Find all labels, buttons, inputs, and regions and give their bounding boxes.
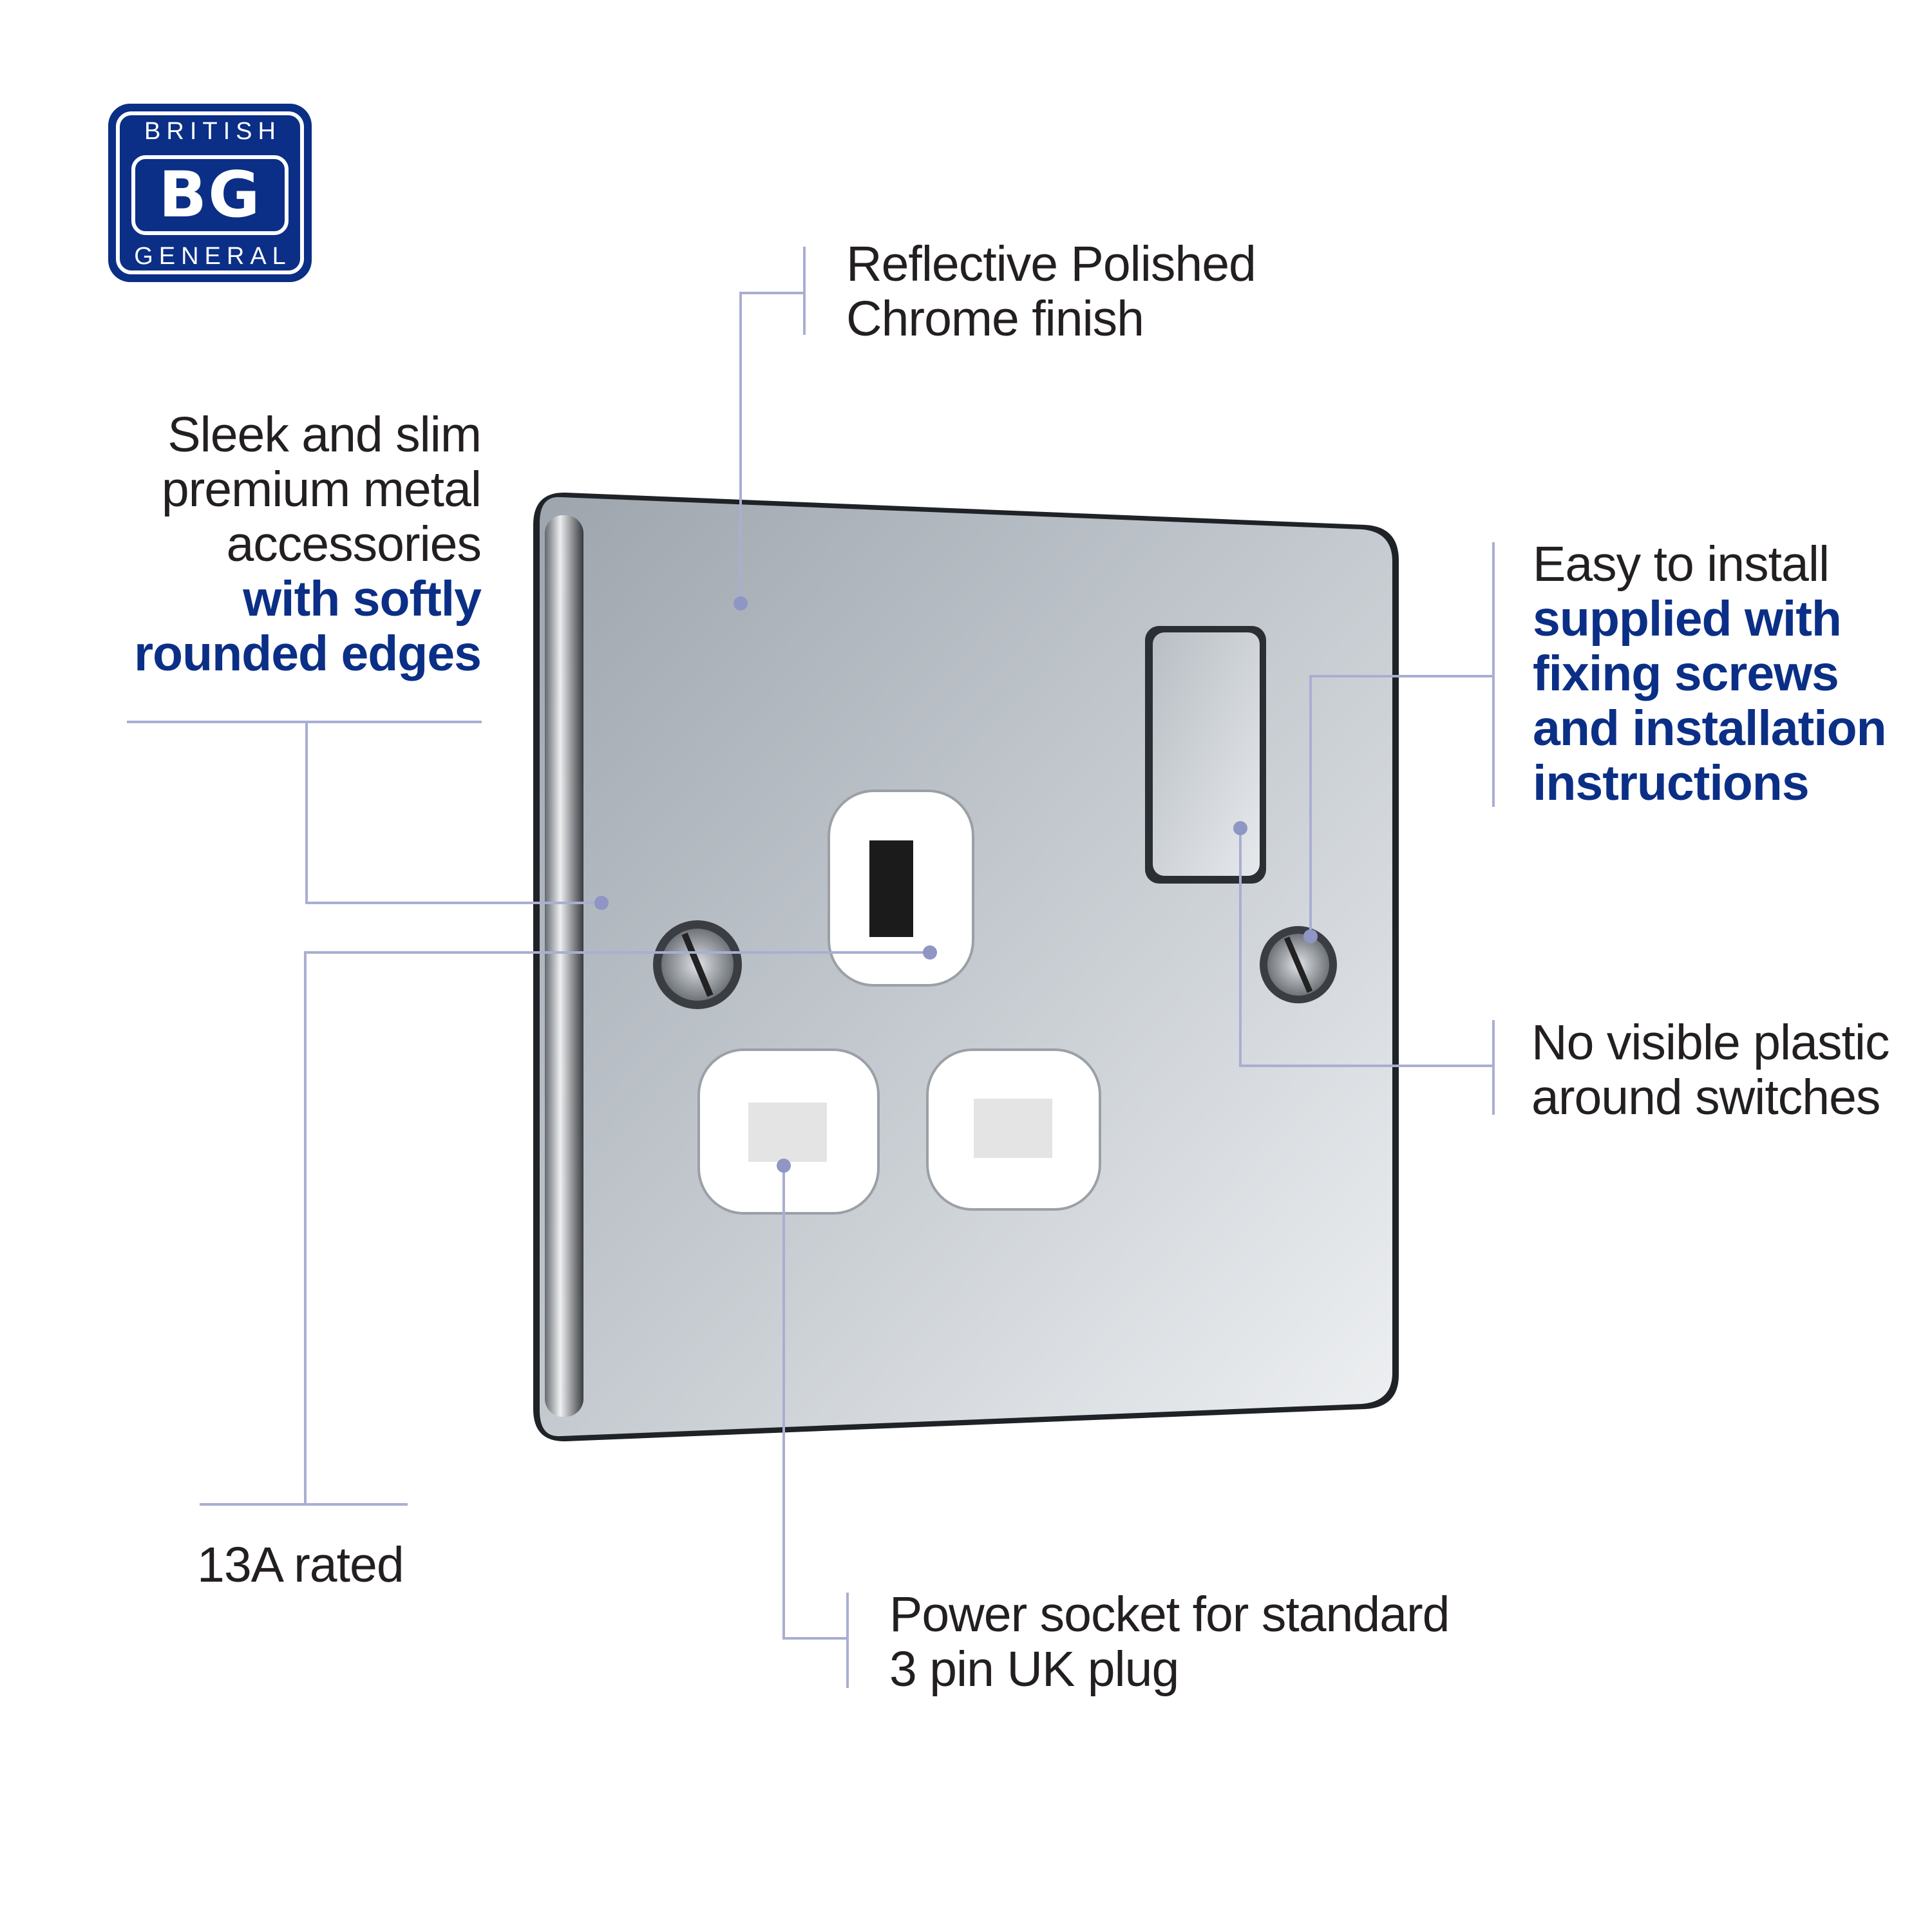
logo-text-general: GENERAL xyxy=(134,243,292,270)
callout-text: premium metal xyxy=(161,462,482,517)
callout-design: Sleek and slim premium metal accessories… xyxy=(134,407,482,681)
live-pin-aperture xyxy=(697,1048,880,1215)
fixing-screw-right xyxy=(1260,926,1337,1003)
earth-pin-aperture xyxy=(828,790,974,987)
callout-text: 3 pin UK plug xyxy=(889,1642,1179,1697)
callout-highlight: with softly xyxy=(243,571,482,627)
leader-lines xyxy=(127,247,1495,1688)
fixing-screw-left xyxy=(653,920,742,1009)
callout-switch: No visible plastic around switches xyxy=(1531,1016,1889,1125)
callout-text: Power socket for standard xyxy=(889,1587,1450,1642)
callout-finish: Reflective Polished Chrome finish xyxy=(846,237,1256,346)
callout-highlight: and installation xyxy=(1533,701,1887,756)
logo-border xyxy=(116,111,304,274)
callout-text: accessories xyxy=(226,516,482,572)
leader-dots xyxy=(594,596,1318,1173)
callout-highlight: instructions xyxy=(1533,755,1810,811)
callout-text: Reflective Polished xyxy=(846,236,1256,292)
callout-highlight: rounded edges xyxy=(134,626,482,681)
callout-text: No visible plastic xyxy=(1531,1015,1889,1070)
rocker-switch[interactable] xyxy=(1145,626,1266,884)
logo-mark: BG xyxy=(131,155,289,235)
callout-text: Chrome finish xyxy=(846,291,1144,346)
callout-highlight: supplied with xyxy=(1533,591,1842,647)
neutral-pin-aperture xyxy=(926,1048,1101,1211)
callout-text: Easy to install xyxy=(1533,536,1830,592)
logo-text-british: BRITISH xyxy=(144,118,281,145)
callout-rating: 13A rated xyxy=(197,1538,404,1593)
british-general-logo: BRITISH BG GENERAL xyxy=(108,104,312,282)
callout-text: 13A rated xyxy=(197,1537,404,1593)
callout-socket: Power socket for standard 3 pin UK plug xyxy=(889,1587,1450,1697)
callout-highlight: fixing screws xyxy=(1533,646,1839,701)
callout-install: Easy to install supplied with fixing scr… xyxy=(1533,536,1887,811)
callout-text: Sleek and slim xyxy=(167,407,482,462)
callout-text: around switches xyxy=(1531,1070,1880,1125)
